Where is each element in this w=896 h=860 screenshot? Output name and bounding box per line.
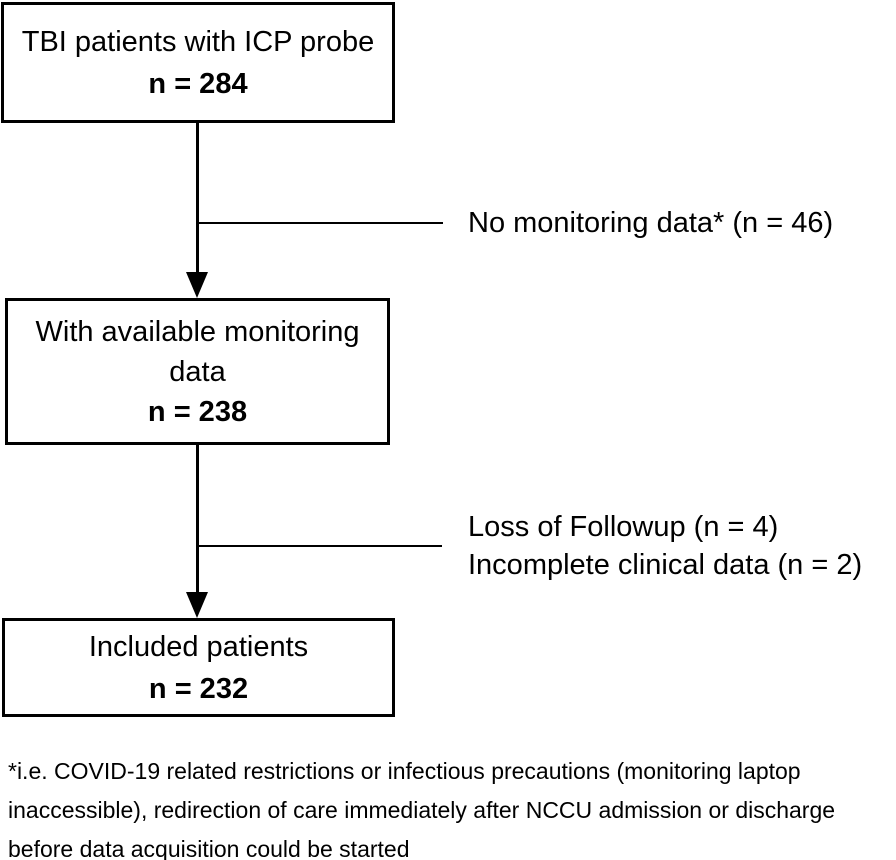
exclusion-text-incomplete-data: Incomplete clinical data (n = 2) (468, 549, 863, 581)
exclusion-branch-line-2 (199, 545, 442, 547)
footnote-line-3: before data acquisition could be started (8, 836, 410, 860)
footnote-line-1: *i.e. COVID-19 related restrictions or i… (8, 758, 801, 784)
box-title-line2: data (169, 355, 226, 388)
flow-box-included-patients: Included patients n = 232 (2, 618, 395, 717)
exclusion-label-no-monitoring-data: No monitoring data* (n = 46) (468, 202, 833, 244)
flow-box-tbi-patients: TBI patients with ICP probe n = 284 (1, 2, 395, 123)
arrow-down-head-icon (186, 592, 208, 618)
exclusion-label-followup: Loss of Followup (n = 4) Incomplete clin… (468, 508, 862, 584)
exclusion-text: No monitoring data* (n = 46) (468, 207, 834, 239)
box-title: TBI patients with ICP probe (21, 25, 375, 58)
exclusion-branch-line-1 (199, 222, 443, 224)
connector-line-2 (196, 445, 199, 600)
flow-box-available-monitoring: With available monitoring data n = 238 (5, 298, 390, 445)
box-count: n = 232 (148, 672, 249, 705)
box-count: n = 238 (147, 395, 248, 428)
box-count: n = 284 (148, 67, 248, 100)
connector-line-1 (196, 123, 199, 280)
box-title: Included patients (88, 630, 309, 663)
arrow-down-head-icon (186, 272, 208, 298)
footnote: *i.e. COVID-19 related restrictions or i… (8, 752, 835, 860)
footnote-line-2: inaccessible), redirection of care immed… (8, 797, 836, 823)
box-title-line1: With available monitoring (35, 315, 360, 348)
exclusion-text-loss-of-followup: Loss of Followup (n = 4) (468, 511, 779, 543)
